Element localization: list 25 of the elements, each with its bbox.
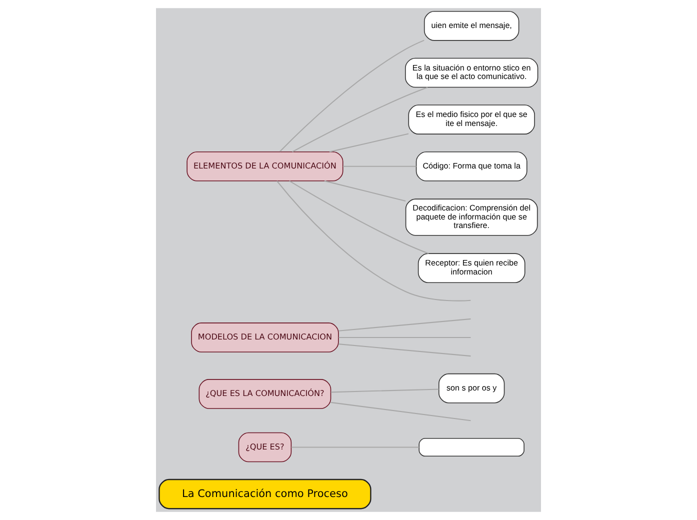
node-box: Decodificacion: Comprensión del paquete de información que se transfiere. bbox=[405, 198, 538, 236]
connector bbox=[280, 40, 424, 152]
node-box: uien emite el mensaje, bbox=[424, 11, 520, 41]
node-box: Código: Forma que toma la bbox=[416, 151, 528, 182]
connector bbox=[276, 180, 471, 302]
node-box: son s por os y bbox=[438, 373, 505, 404]
connector bbox=[338, 318, 471, 332]
connector bbox=[289, 180, 429, 254]
connector bbox=[291, 446, 420, 448]
node-box: Receptor: Es quien recibe informacion bbox=[418, 253, 526, 283]
node-box: MODELOS DE LA COMUNICACION bbox=[191, 322, 339, 352]
node-box bbox=[418, 438, 524, 457]
connector bbox=[324, 180, 406, 202]
node-box: ¿QUE ES LA COMUNICACIÓN? bbox=[198, 379, 332, 409]
connector bbox=[329, 133, 409, 152]
node-box: Es la situación o entorno stico en la que se el acto comunicativo. bbox=[405, 58, 538, 88]
node-box: ELEMENTOS DE LA COMUNICACIÓN bbox=[186, 151, 344, 182]
connector bbox=[342, 166, 416, 167]
connector bbox=[330, 402, 471, 422]
connector bbox=[330, 388, 439, 393]
node-box: La Comunicación como Proceso bbox=[158, 478, 372, 510]
node-box: ¿QUE ES? bbox=[238, 432, 292, 462]
connector bbox=[338, 336, 471, 338]
node-box: Es el medio fisico por el que se ite el mensaje. bbox=[408, 104, 535, 134]
connector bbox=[338, 344, 471, 357]
